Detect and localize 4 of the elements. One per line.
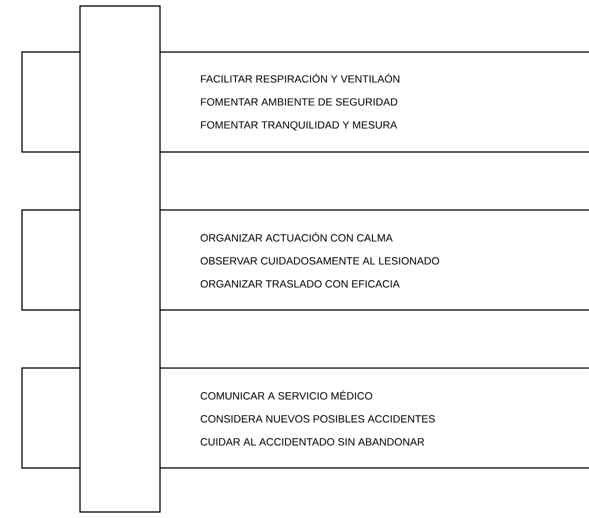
band-box: COMUNICAR A SERVICIO MÉDICO CONSIDERA NUEVOS POSIBLES ACCIDENTES CUIDAR AL ACCIDENTADO SIN ABANDONAR [21, 367, 589, 469]
band-box: ORGANIZAR ACTUACIÓN CON CALMA OBSERVAR CUIDADOSAMENTE AL LESIONADO ORGANIZAR TRASLADO CON EFICACIA [21, 209, 589, 311]
vertical-bar [79, 5, 161, 513]
band-box: FACILITAR RESPIRACIÓN Y VENTILAÓN FOMENTAR AMBIENTE DE SEGURIDAD FOMENTAR TRANQUILIDAD Y MESURA [21, 51, 589, 153]
